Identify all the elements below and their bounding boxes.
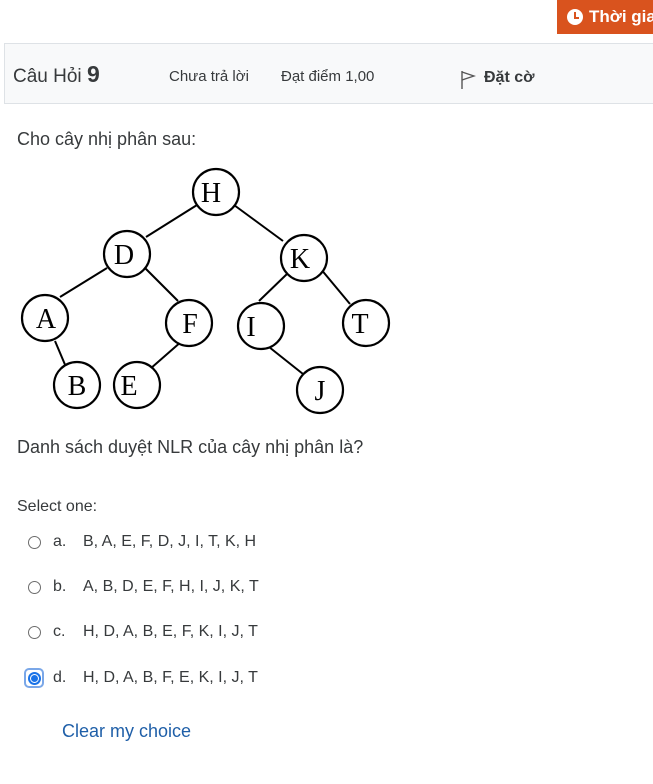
tree-node-e: E	[120, 371, 137, 402]
binary-tree-diagram: H D K A F I T B E J	[20, 167, 391, 415]
flag-question-button[interactable]: Đặt cờ	[460, 66, 535, 90]
question-info-bar: Câu Hỏi 9 Chưa trả lời Đạt điểm 1,00 Đặt…	[4, 43, 653, 104]
tree-node-h: H	[201, 178, 221, 209]
option-text: A, B, D, E, F, H, I, J, K, T	[83, 578, 259, 595]
tree-node-circle-k	[279, 233, 329, 283]
tree-node-i: I	[246, 312, 255, 343]
flag-label: Đặt cờ	[484, 69, 535, 86]
tree-node-circle-t	[341, 298, 391, 348]
question-prompt: Cho cây nhị phân sau:	[17, 129, 197, 149]
tree-node-circle-j	[295, 365, 345, 415]
option-text: B, A, E, F, D, J, I, T, K, H	[83, 533, 257, 550]
tree-node-circle-i	[236, 301, 286, 351]
tree-edges	[54, 204, 351, 375]
radio-a[interactable]	[27, 535, 41, 549]
question-state: Chưa trả lời	[169, 68, 249, 85]
radio-d[interactable]	[27, 671, 41, 685]
tree-node-circle-d	[102, 229, 152, 279]
select-one-label: Select one:	[17, 498, 98, 515]
tree-node-circle-b	[52, 360, 102, 410]
timer-badge: Thời gian còn lại	[557, 0, 653, 34]
tree-node-circle-h	[191, 167, 241, 217]
option-text: H, D, A, B, F, E, K, I, J, T	[83, 669, 258, 686]
option-letter: d.	[53, 669, 67, 686]
answer-option-d[interactable]: d. H, D, A, B, F, E, K, I, J, T	[24, 668, 258, 688]
answer-option-b[interactable]: b. A, B, D, E, F, H, I, J, K, T	[26, 578, 259, 596]
tree-node-circle-e	[112, 360, 162, 410]
radio-b[interactable]	[27, 580, 41, 594]
tree-node-t: T	[351, 309, 368, 340]
tree-node-b: B	[68, 371, 87, 402]
tree-node-a: A	[36, 304, 57, 335]
tree-node-d: D	[114, 240, 134, 271]
tree-node-f: F	[182, 309, 198, 340]
answer-option-c[interactable]: c. H, D, A, B, E, F, K, I, J, T	[26, 623, 258, 641]
clear-choice-link[interactable]: Clear my choice	[62, 721, 192, 741]
clock-icon	[567, 9, 583, 25]
tree-node-circle-a	[20, 293, 70, 343]
option-letter: a.	[53, 533, 67, 550]
question-label: Câu Hỏi	[13, 66, 82, 87]
tree-node-j: J	[315, 376, 326, 407]
question-number-value: 9	[86, 61, 100, 87]
radio-c[interactable]	[27, 625, 41, 639]
timer-label: Thời gian còn lại	[589, 7, 653, 26]
question-grade: Đạt điểm 1,00	[281, 68, 375, 85]
tree-node-k: K	[290, 244, 310, 275]
option-letter: b.	[53, 578, 67, 595]
question-number: Câu Hỏi 9	[13, 61, 100, 88]
option-letter: c.	[53, 623, 66, 640]
option-text: H, D, A, B, E, F, K, I, J, T	[83, 623, 258, 640]
tree-node-circle-f	[164, 298, 214, 348]
question-text: Danh sách duyệt NLR của cây nhị phân là?	[17, 437, 364, 457]
answer-option-a[interactable]: a. B, A, E, F, D, J, I, T, K, H	[26, 533, 256, 551]
flag-icon	[461, 71, 476, 89]
